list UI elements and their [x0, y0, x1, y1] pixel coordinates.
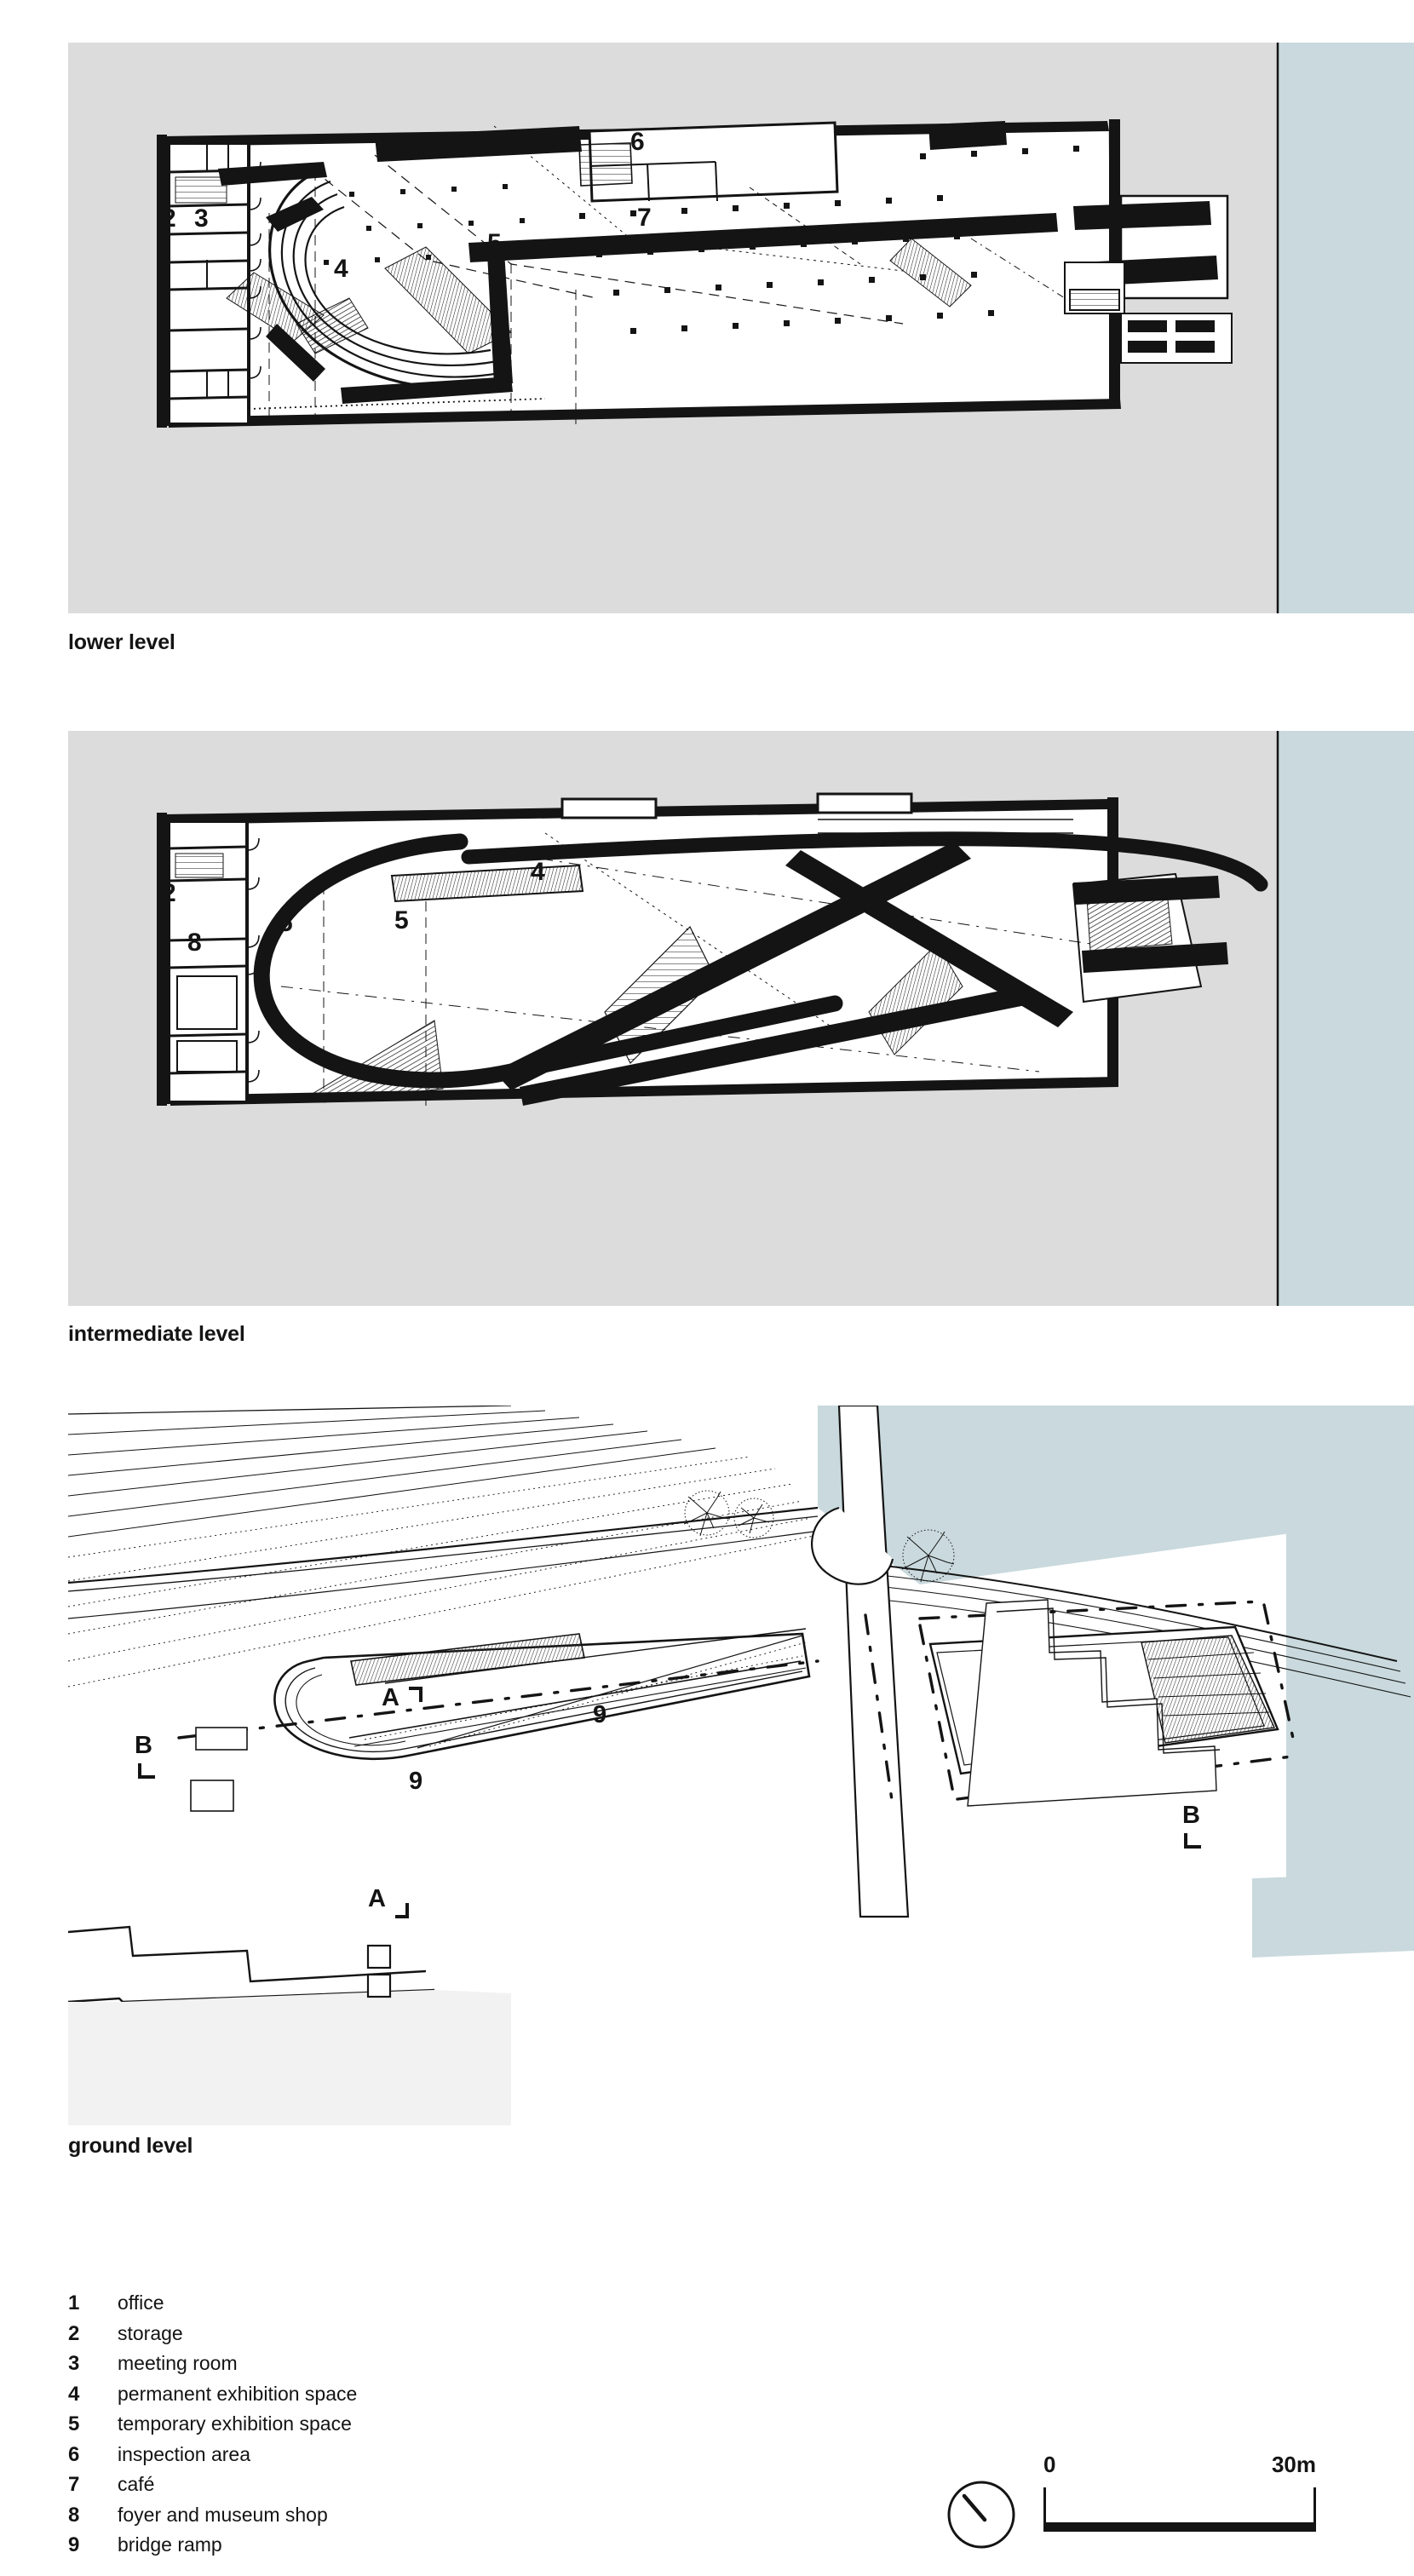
- legend-label: bridge ramp: [118, 2533, 222, 2556]
- legend-item: 3 meeting room: [68, 2349, 545, 2379]
- scale-tick-right: [1313, 2487, 1316, 2532]
- caption-intermediate-level: intermediate level: [68, 1322, 245, 1346]
- water-fill: [1278, 43, 1414, 613]
- stair-runs: [226, 142, 972, 354]
- legend-label: permanent exhibition space: [118, 2382, 358, 2405]
- room-number-tags: 9 9: [409, 1701, 606, 1795]
- legend-label: foyer and museum shop: [118, 2503, 328, 2526]
- legend-item: 4 permanent exhibition space: [68, 2379, 545, 2410]
- svg-text:4: 4: [531, 858, 545, 886]
- column-grid: [324, 146, 1079, 334]
- legend-label: café: [118, 2473, 155, 2495]
- site-markers: [366, 1944, 392, 1998]
- water-fill: [1278, 731, 1414, 1306]
- north-arrow: [946, 2479, 1017, 2555]
- deck-hatch: [390, 864, 584, 903]
- svg-text:5: 5: [394, 906, 409, 934]
- section-mark-b2: B: [1182, 1802, 1201, 1849]
- svg-text:B: B: [1182, 1802, 1200, 1829]
- legend-item: 7 café: [68, 2470, 545, 2500]
- svg-text:A: A: [368, 1885, 386, 1912]
- legend-number: 5: [68, 2412, 80, 2435]
- cafe-fitting: [1064, 262, 1125, 314]
- svg-text:1: 1: [429, 134, 444, 162]
- legend-label: office: [118, 2291, 164, 2314]
- construction-lines: [248, 125, 1066, 424]
- legend-number: 6: [68, 2442, 80, 2466]
- legend-item: 8 foyer and museum shop: [68, 2500, 545, 2531]
- section-mark-a2: A: [368, 1885, 409, 1918]
- plan-ground-level: A A B B 9 9 ground level: [68, 1406, 1414, 2158]
- legend-number: 2: [68, 2321, 80, 2345]
- west-museum-volume: [273, 1628, 811, 1761]
- legend-item: 9 bridge ramp: [68, 2530, 545, 2561]
- promenade-lines: [68, 1506, 1411, 1698]
- svg-text:6: 6: [630, 128, 645, 156]
- section-b-boxes: [190, 1727, 248, 1812]
- svg-text:2: 2: [162, 879, 176, 907]
- bridge-deck: [811, 1406, 910, 1918]
- stair-fan: [305, 925, 963, 1103]
- plan-intermediate-level: 2 8 5 5 4 intermediate level: [68, 731, 1414, 1346]
- caption-lower-level: lower level: [68, 630, 175, 654]
- legend-item: 5 temporary exhibition space: [68, 2409, 545, 2440]
- service-core: [167, 141, 250, 426]
- lower-level-drawing: 1 2 3 4 5 6 7: [68, 43, 1414, 613]
- legend-label: meeting room: [118, 2352, 238, 2374]
- legend-number: 4: [68, 2382, 80, 2406]
- legend-number: 9: [68, 2533, 80, 2556]
- caption-ground-level: ground level: [68, 2134, 193, 2158]
- water-upper: [818, 1406, 1414, 1584]
- svg-text:A: A: [382, 1684, 399, 1711]
- scale-bar: 0 30m: [1043, 2452, 1316, 2532]
- neighbour-building: [68, 1925, 511, 2125]
- svg-text:7: 7: [637, 204, 652, 232]
- legend-label: inspection area: [118, 2442, 250, 2465]
- legend-number: 8: [68, 2503, 80, 2527]
- water-lower-right: [1252, 1872, 1414, 1958]
- water-right: [1286, 1406, 1414, 1951]
- ground-level-drawing: A A B B 9 9: [68, 1406, 1414, 2125]
- section-mark-a1: A: [382, 1684, 422, 1711]
- stepped-terrace: [967, 1599, 1221, 1807]
- roof-openings: [560, 792, 913, 819]
- east-annex: [1073, 194, 1233, 364]
- section-mark-b1: B: [135, 1732, 155, 1779]
- room-number-tags: 1 2 3 4 5 6 7: [162, 128, 652, 283]
- legend-label: temporary exhibition space: [118, 2412, 352, 2435]
- plan-lower-level: 1 2 3 4 5 6 7 lower level: [68, 43, 1414, 654]
- scale-bar-graphic: [1043, 2484, 1316, 2532]
- tree-symbol: [683, 1490, 955, 1583]
- legend-item: 6 inspection area: [68, 2440, 545, 2470]
- legend-number: 3: [68, 2352, 80, 2375]
- svg-text:B: B: [135, 1732, 152, 1759]
- scale-bar-line: [1043, 2522, 1316, 2532]
- legend-item: 2 storage: [68, 2319, 545, 2349]
- scale-max-label: 30m: [1271, 2452, 1316, 2477]
- svg-text:5: 5: [487, 229, 502, 257]
- embankment-contours: [68, 1406, 819, 1688]
- legend-item: 1 office: [68, 2288, 545, 2319]
- scale-tick-left: [1043, 2487, 1046, 2532]
- svg-text:2: 2: [162, 204, 176, 233]
- svg-text:5: 5: [279, 909, 293, 937]
- svg-text:9: 9: [409, 1768, 422, 1795]
- svg-text:8: 8: [187, 929, 202, 957]
- legend-number: 1: [68, 2291, 80, 2314]
- svg-text:3: 3: [194, 204, 209, 233]
- legend-label: storage: [118, 2321, 183, 2344]
- svg-text:4: 4: [334, 255, 348, 283]
- legend-number: 7: [68, 2473, 80, 2496]
- intermediate-level-drawing: 2 8 5 5 4: [68, 731, 1414, 1306]
- service-core: [167, 819, 249, 1104]
- svg-text:9: 9: [593, 1701, 606, 1728]
- construction-lines: [280, 819, 1091, 1106]
- ramp-walls: [218, 121, 1058, 404]
- room-number-tags: 2 8 5 5 4: [162, 858, 545, 957]
- east-detail: [1072, 872, 1228, 1003]
- scale-zero-label: 0: [1043, 2452, 1056, 2477]
- legend: 1 office 2 storage 3 meeting room 4 perm…: [68, 2288, 545, 2561]
